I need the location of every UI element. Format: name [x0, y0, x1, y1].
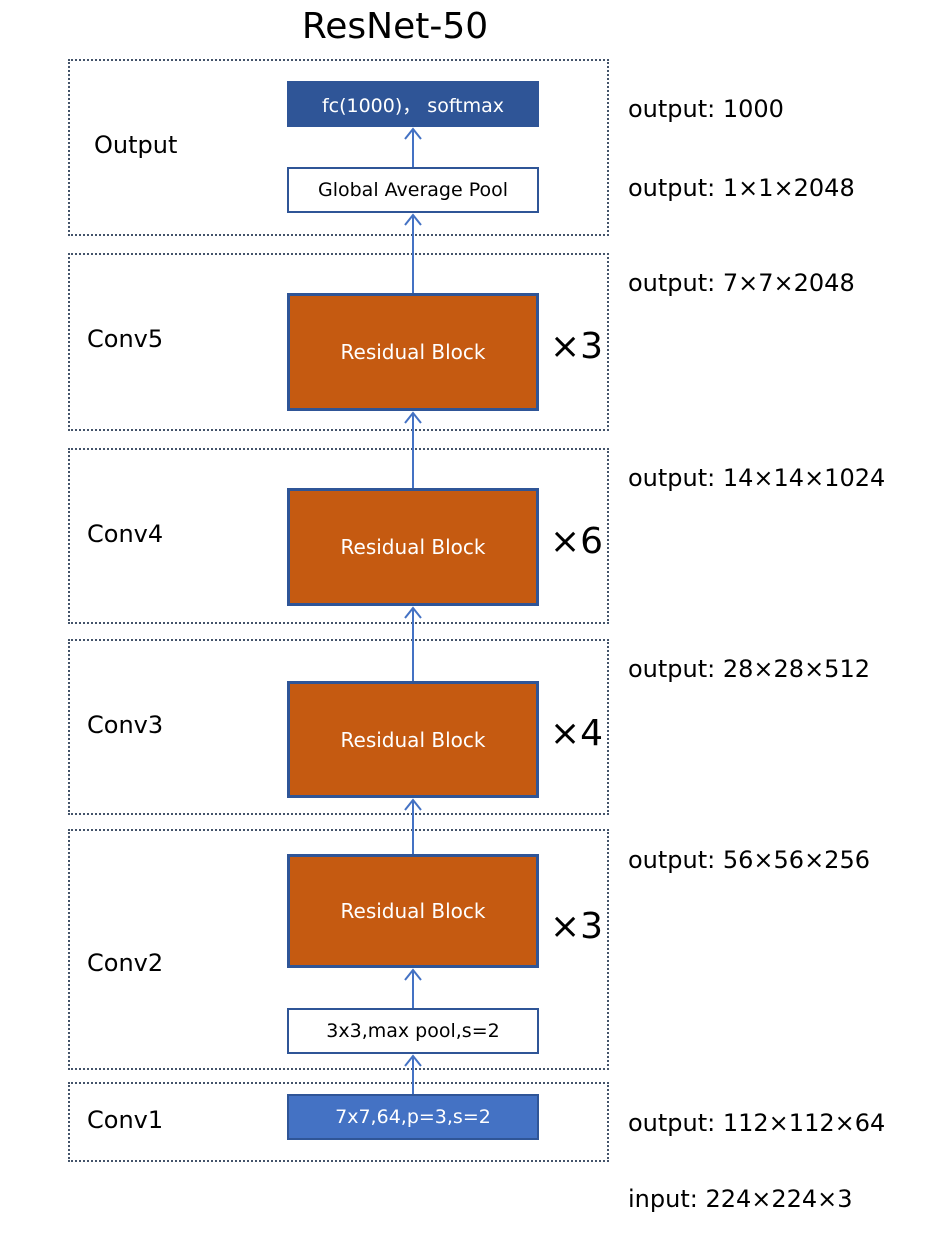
stage-conv5: [68, 253, 609, 431]
arrowhead-gap-to-fc: [404, 127, 422, 140]
stage-conv4: [68, 448, 609, 624]
arrowhead-pool-to-conv2: [404, 968, 422, 981]
shape-gap: output: 1×1×2048: [628, 174, 855, 202]
conv4-repeat-count: ×6: [550, 521, 604, 562]
stage-conv2: [68, 829, 609, 1070]
shape-conv1: output: 112×112×64: [628, 1109, 886, 1137]
stage-conv1: [68, 1082, 609, 1162]
fc-softmax-box: fc(1000)， softmax: [287, 81, 539, 127]
arrowhead-conv1-to-pool: [404, 1054, 422, 1067]
max-pool-box: 3x3,max pool,s=2: [287, 1008, 539, 1054]
shape-conv2: output: 56×56×256: [628, 846, 870, 874]
global-average-pool-box: Global Average Pool: [287, 167, 539, 213]
conv1-box: 7x7,64,p=3,s=2: [287, 1094, 539, 1140]
shape-input: input: 224×224×3: [628, 1185, 853, 1213]
arrowhead-conv2-to-conv3: [404, 798, 422, 811]
conv5-residual-block: Residual Block: [287, 293, 539, 411]
shape-fc: output: 1000: [628, 95, 784, 123]
stage-conv5-label: Conv5: [87, 325, 164, 353]
conv4-residual-block: Residual Block: [287, 488, 539, 606]
conv3-residual-block: Residual Block: [287, 681, 539, 798]
arrowhead-conv4-to-conv5: [404, 411, 422, 424]
diagram-title: ResNet-50: [301, 6, 489, 47]
stage-conv3: [68, 639, 609, 815]
stage-conv2-label: Conv2: [87, 949, 164, 977]
stage-conv3-label: Conv3: [87, 711, 164, 739]
conv3-repeat-count: ×4: [550, 713, 604, 754]
conv5-repeat-count: ×3: [550, 326, 604, 367]
conv2-repeat-count: ×3: [550, 906, 604, 947]
stage-output-label: Output: [94, 131, 178, 159]
arrowhead-conv3-to-conv4: [404, 606, 422, 619]
stage-output: [68, 59, 609, 236]
stage-conv4-label: Conv4: [87, 520, 164, 548]
stage-conv1-label: Conv1: [87, 1106, 164, 1134]
shape-conv5: output: 7×7×2048: [628, 269, 855, 297]
shape-conv3: output: 28×28×512: [628, 655, 870, 683]
shape-conv4: output: 14×14×1024: [628, 464, 886, 492]
conv2-residual-block: Residual Block: [287, 854, 539, 968]
arrowhead-conv5-to-gap: [404, 213, 422, 226]
